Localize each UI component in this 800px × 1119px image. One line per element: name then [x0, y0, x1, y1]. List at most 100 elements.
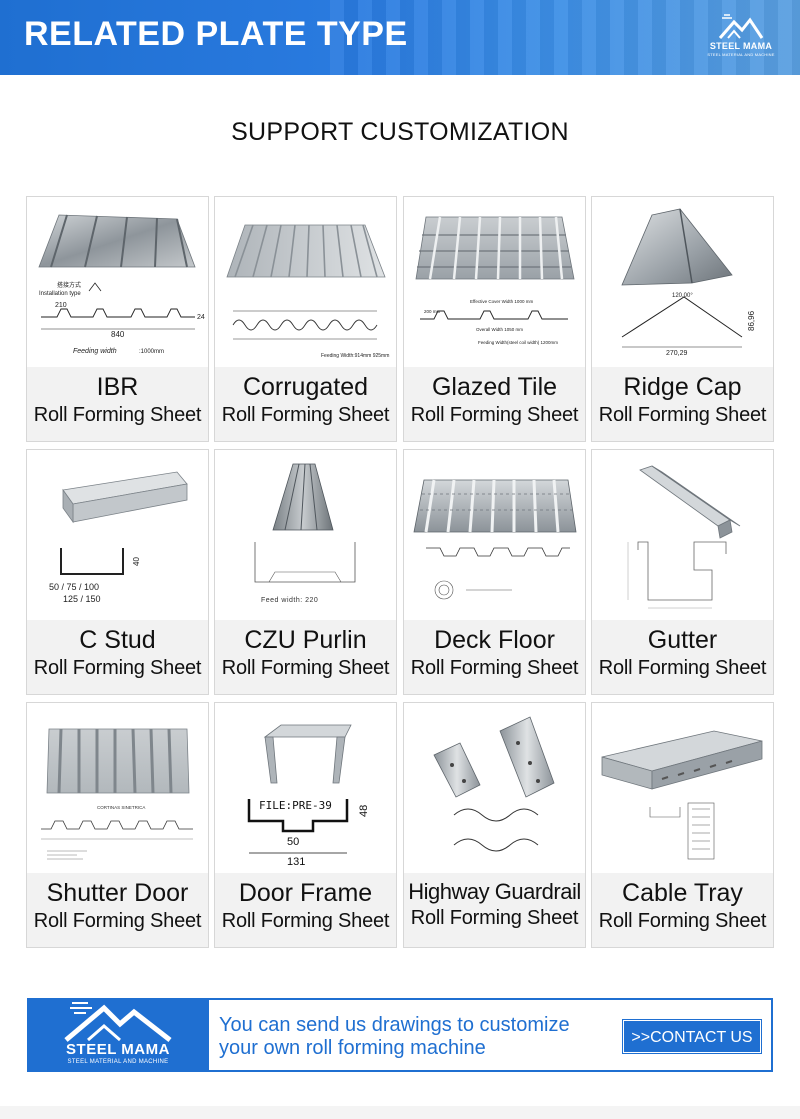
- card-type: Roll Forming Sheet: [410, 404, 579, 426]
- product-card-corrugated[interactable]: Feeding Width:914mm 925mm Corrugated Rol…: [214, 196, 397, 442]
- card-type: Roll Forming Sheet: [598, 404, 767, 426]
- c-stud-image: 40 50 / 75 / 100 125 / 150: [49, 471, 188, 604]
- card-type: Roll Forming Sheet: [598, 910, 767, 932]
- door-frame-drawing-label-1: FILE:PRE-39: [259, 799, 332, 812]
- card-label: Corrugated Roll Forming Sheet: [215, 367, 396, 441]
- card-type: Roll Forming Sheet: [221, 657, 390, 679]
- corrugated-drawing-label-1: Feeding Width:914mm 925mm: [321, 353, 389, 359]
- czu-drawing-label-1: Feed width: 220: [261, 597, 318, 604]
- card-label: Ridge Cap Roll Forming Sheet: [592, 367, 773, 441]
- card-name: Corrugated: [242, 373, 369, 401]
- ridge-cap-image: 120,00° 86,96 270,29: [621, 208, 756, 357]
- card-label: Gutter Roll Forming Sheet: [592, 620, 773, 694]
- ibr-drawing-label-2: Installation type: [39, 291, 81, 297]
- section-subtitle: SUPPORT CUSTOMIZATION: [231, 118, 569, 146]
- card-name: Highway Guardrail: [408, 879, 581, 904]
- header-logo-tagline: STEEL MATERIAL AND MACHINE: [707, 52, 775, 57]
- customize-message-line1: You can send us drawings to customize: [219, 1014, 570, 1036]
- shutter-door-image: CORTINAS SINETRICA: [41, 728, 193, 860]
- cstud-drawing-label-3: 125 / 150: [63, 594, 101, 604]
- glazed-drawing-label-4: Feeding Width(steel coil width) 1200mm: [478, 340, 558, 345]
- ibr-drawing-label-4: 24: [197, 314, 205, 321]
- product-card-gutter[interactable]: Gutter Roll Forming Sheet: [591, 449, 774, 695]
- cable-tray-image: [601, 730, 763, 860]
- card-type: Roll Forming Sheet: [598, 657, 767, 679]
- card-name: IBR: [96, 373, 139, 401]
- czu-purlin-image: Feed width: 220: [254, 463, 356, 604]
- footer-logo[interactable]: STEEL MAMA STEEL MATERIAL AND MACHINE: [27, 998, 209, 1072]
- card-name: Shutter Door: [46, 879, 189, 907]
- contact-banner: STEEL MAMA STEEL MATERIAL AND MACHINE Yo…: [27, 998, 773, 1072]
- product-card-highway-guardrail[interactable]: Highway Guardrail Roll Forming Sheet: [403, 702, 586, 948]
- ibr-drawing-label-6: Feeding width: [73, 348, 117, 355]
- gutter-image: [627, 465, 741, 609]
- glazed-drawing-label-2: 200 mm: [424, 309, 441, 314]
- card-name: Gutter: [647, 626, 718, 654]
- contact-us-button[interactable]: >>CONTACT US: [622, 1019, 762, 1054]
- highway-guardrail-image: [433, 716, 555, 852]
- card-name: C Stud: [79, 626, 156, 654]
- card-label: CZU Purlin Roll Forming Sheet: [215, 620, 396, 694]
- product-card-door-frame[interactable]: FILE:PRE-39 48 50 131 Door Frame Roll Fo…: [214, 702, 397, 948]
- product-card-ibr[interactable]: 搭接方式 Installation type 210 24 840 Feedin…: [26, 196, 209, 442]
- card-label: Cable Tray Roll Forming Sheet: [592, 873, 773, 947]
- cstud-drawing-label-1: 40: [132, 557, 141, 566]
- card-label: Shutter Door Roll Forming Sheet: [27, 873, 208, 947]
- product-card-czu-purlin[interactable]: Feed width: 220 CZU Purlin Roll Forming …: [214, 449, 397, 695]
- ibr-drawing-label-7: :1000mm: [139, 349, 164, 355]
- card-name: Glazed Tile: [431, 373, 558, 401]
- product-card-cable-tray[interactable]: Cable Tray Roll Forming Sheet: [591, 702, 774, 948]
- door-frame-drawing-label-4: 131: [287, 856, 305, 868]
- product-card-ridge-cap[interactable]: 120,00° 86,96 270,29 Ridge Cap Roll Form…: [591, 196, 774, 442]
- card-label: Highway Guardrail Roll Forming Sheet: [404, 873, 585, 947]
- header-logo-brand: STEEL MAMA: [709, 41, 773, 51]
- bottom-strip: [0, 1106, 800, 1119]
- ridge-drawing-label-3: 270,29: [666, 350, 688, 357]
- ibr-drawing-label-5: 840: [111, 330, 125, 339]
- footer-logo-tagline: STEEL MATERIAL AND MACHINE: [67, 1059, 169, 1065]
- shutter-drawing-label-1: CORTINAS SINETRICA: [97, 805, 145, 810]
- glazed-tile-image: Effective Cover Width 1000 mm 200 mm Ove…: [415, 216, 575, 345]
- card-type: Roll Forming Sheet: [410, 657, 579, 679]
- customize-message: You can send us drawings to customize yo…: [219, 1014, 619, 1060]
- card-type: Roll Forming Sheet: [221, 910, 390, 932]
- card-label: Glazed Tile Roll Forming Sheet: [404, 367, 585, 441]
- logo-mountain-icon: [718, 14, 764, 39]
- card-label: Door Frame Roll Forming Sheet: [215, 873, 396, 947]
- header-logo[interactable]: STEEL MAMA STEEL MATERIAL AND MACHINE: [704, 14, 778, 60]
- glazed-drawing-label-3: Overall Width 1050 mm: [476, 327, 523, 332]
- card-type: Roll Forming Sheet: [33, 910, 202, 932]
- card-name: Door Frame: [238, 879, 373, 907]
- card-name: Cable Tray: [622, 879, 743, 907]
- footer-logo-brand: STEEL MAMA: [66, 1041, 170, 1058]
- card-name: Ridge Cap: [623, 373, 742, 401]
- card-label: IBR Roll Forming Sheet: [27, 367, 208, 441]
- customize-message-line2: your own roll forming machine: [219, 1037, 486, 1059]
- ibr-sheet-image: 搭接方式 Installation type 210 24 840 Feedin…: [38, 214, 205, 355]
- cstud-drawing-label-2: 50 / 75 / 100: [49, 582, 99, 592]
- door-frame-drawing-label-3: 50: [287, 836, 299, 848]
- card-label: Deck Floor Roll Forming Sheet: [404, 620, 585, 694]
- ridge-drawing-label-1: 120,00°: [672, 293, 693, 299]
- ridge-drawing-label-2: 86,96: [747, 310, 756, 331]
- glazed-drawing-label-1: Effective Cover Width 1000 mm: [470, 299, 533, 304]
- card-name: Deck Floor: [434, 626, 555, 654]
- product-card-shutter-door[interactable]: CORTINAS SINETRICA Shutter Door Roll For…: [26, 702, 209, 948]
- deck-floor-image: [413, 479, 577, 600]
- header-banner: RELATED PLATE TYPE STEEL MAMA STEEL MATE…: [0, 0, 800, 75]
- door-frame-image: FILE:PRE-39 48 50 131: [247, 724, 370, 868]
- ibr-drawing-label-3: 210: [55, 302, 67, 309]
- logo-mountain-icon: [64, 1002, 172, 1042]
- door-frame-drawing-label-2: 48: [358, 805, 370, 817]
- card-name: CZU Purlin: [244, 626, 367, 654]
- ibr-drawing-label-1: 搭接方式: [57, 281, 81, 289]
- card-label: C Stud Roll Forming Sheet: [27, 620, 208, 694]
- page-title: RELATED PLATE TYPE: [24, 15, 408, 53]
- corrugated-sheet-image: Feeding Width:914mm 925mm: [226, 224, 389, 359]
- card-type: Roll Forming Sheet: [221, 404, 390, 426]
- card-type: Roll Forming Sheet: [33, 404, 202, 426]
- product-card-c-stud[interactable]: 40 50 / 75 / 100 125 / 150 C Stud Roll F…: [26, 449, 209, 695]
- card-type: Roll Forming Sheet: [410, 907, 579, 929]
- product-card-glazed-tile[interactable]: Effective Cover Width 1000 mm 200 mm Ove…: [403, 196, 586, 442]
- product-card-deck-floor[interactable]: Deck Floor Roll Forming Sheet: [403, 449, 586, 695]
